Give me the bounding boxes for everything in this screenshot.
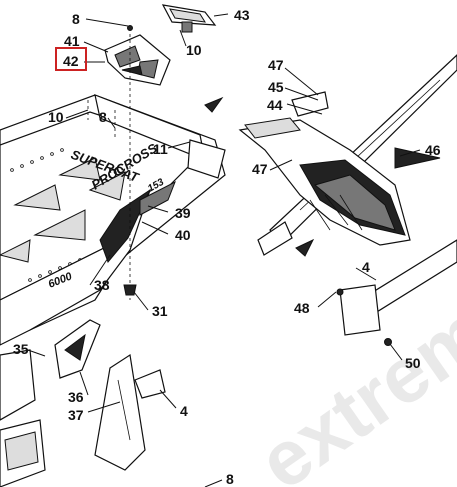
callout-36: 36 <box>68 389 84 405</box>
callout-48: 48 <box>294 300 310 316</box>
callout-50: 50 <box>405 355 421 371</box>
direction-arrow <box>295 238 315 257</box>
callout-31: 31 <box>152 303 168 319</box>
callout-4: 4 <box>362 259 370 275</box>
callout-42: 42 <box>63 53 79 69</box>
highlight-box-42 <box>55 47 87 71</box>
chaincase-cover <box>238 91 441 246</box>
callout-39: 39 <box>175 205 191 221</box>
pin-48-bracket <box>336 284 392 346</box>
lower-left-frame <box>0 349 46 487</box>
callout-10: 10 <box>186 42 202 58</box>
callout-45: 45 <box>268 79 284 95</box>
callout-47: 47 <box>252 161 268 177</box>
callout-8: 8 <box>72 11 80 27</box>
callout-37: 37 <box>68 407 84 423</box>
callout-11: 11 <box>153 141 168 157</box>
clip-31 <box>123 284 137 296</box>
callout-44: 44 <box>267 97 283 113</box>
callout-40: 40 <box>175 227 191 243</box>
callout-47: 47 <box>268 57 284 73</box>
direction-arrow <box>204 96 224 113</box>
lower-strap-37 <box>94 353 166 471</box>
nut-50 <box>384 338 392 346</box>
bolt-8-top <box>127 25 133 31</box>
callout-8: 8 <box>226 471 234 487</box>
callout-8: 8 <box>99 109 107 125</box>
callout-10: 10 <box>48 109 64 125</box>
callout-46: 46 <box>425 142 441 158</box>
callout-41: 41 <box>64 33 80 49</box>
tunnel-assembly: SUPERCAT PROCROSS 153 6000 <box>0 94 226 346</box>
leader-lines <box>27 13 421 487</box>
callout-35: 35 <box>13 341 29 357</box>
top-cap <box>161 4 217 33</box>
top-bracket <box>104 34 171 86</box>
callout-38: 38 <box>94 277 110 293</box>
lower-bracket-36 <box>54 319 101 379</box>
callout-43: 43 <box>234 7 250 23</box>
callout-4: 4 <box>180 403 188 419</box>
decal-46 <box>394 147 441 169</box>
